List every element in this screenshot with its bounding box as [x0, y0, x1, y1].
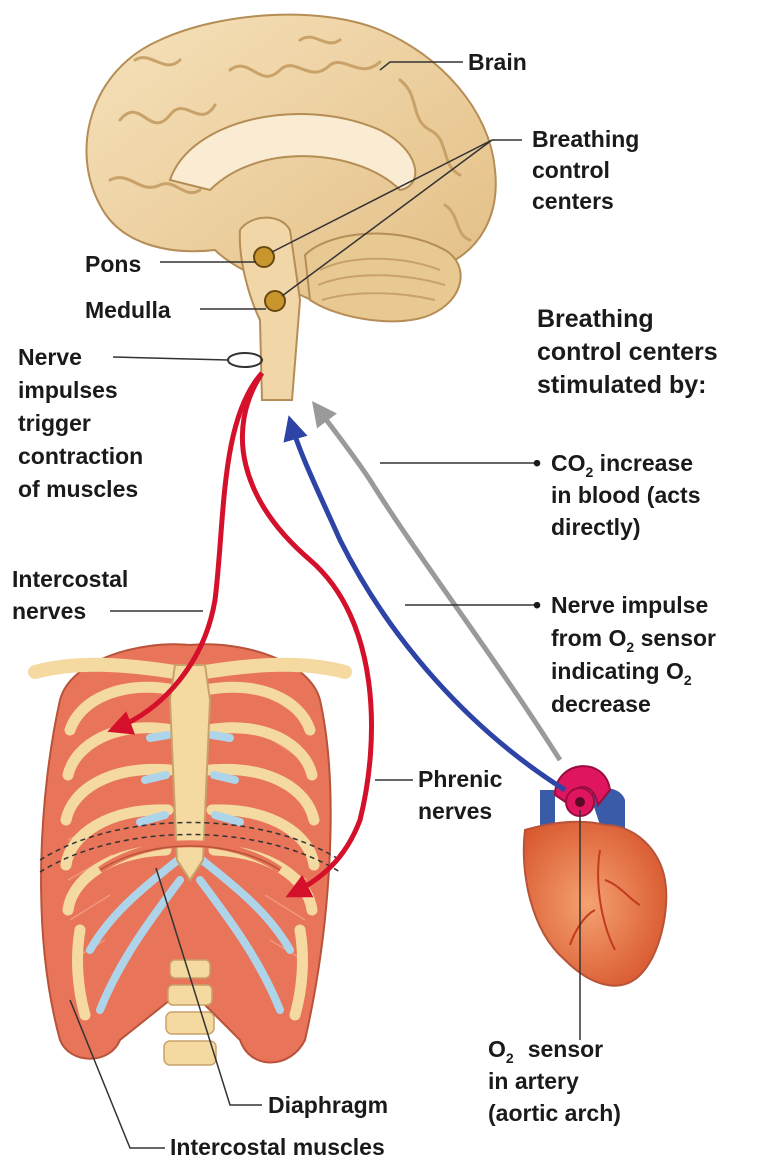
left-clavicle — [35, 665, 175, 672]
pons-center-dot — [254, 247, 274, 267]
label-intercostal-nerves-1: Intercostal — [12, 566, 128, 592]
label-medulla: Medulla — [85, 297, 171, 323]
label-breathing-centers-1: Breathing — [532, 126, 639, 152]
label-o2-sensor-2: in artery — [488, 1068, 579, 1094]
brain-illustration — [87, 15, 496, 400]
label-o2-sensor-3: (aortic arch) — [488, 1100, 621, 1126]
label-intercostal-muscles: Intercostal muscles — [170, 1134, 385, 1160]
label-nerve-impulses-1: Nerve — [18, 344, 82, 370]
label-brain: Brain — [468, 49, 527, 75]
rib-cage-illustration — [35, 644, 345, 1065]
right-clavicle — [205, 665, 345, 672]
label-nerve-impulses-3: trigger — [18, 410, 91, 436]
label-nerve-impulses-2: impulses — [18, 377, 118, 403]
label-nerve-impulses-4: contraction — [18, 443, 143, 469]
o2-sensor-dot — [575, 797, 585, 807]
o2-line-4: decrease — [551, 691, 651, 717]
label-breathing-centers-3: centers — [532, 188, 614, 214]
heart-illustration — [524, 766, 666, 986]
co2-blood-arrow — [315, 405, 560, 760]
stimuli-heading-1: Breathing — [537, 305, 654, 333]
o2-bullet: • — [533, 592, 541, 618]
stimuli-heading-3: stimulated by: — [537, 371, 706, 399]
label-intercostal-nerves-2: nerves — [12, 598, 86, 624]
o2-line-1: Nerve impulse — [551, 592, 708, 618]
co2-bullet: • — [533, 450, 541, 476]
medulla-center-dot — [265, 291, 285, 311]
label-phrenic-nerves-1: Phrenic — [418, 766, 503, 792]
nerve-impulses-leader — [113, 357, 228, 360]
label-pons: Pons — [85, 251, 141, 277]
label-breathing-centers-2: control — [532, 157, 610, 183]
label-phrenic-nerves-2: nerves — [418, 798, 492, 824]
label-diaphragm: Diaphragm — [268, 1092, 388, 1118]
stimuli-heading-2: control centers — [537, 338, 718, 366]
o2-line-2: from O2 sensor — [551, 625, 716, 655]
label-nerve-impulses-5: of muscles — [18, 476, 138, 502]
o2-line-3: indicating O2 — [551, 658, 692, 688]
co2-line-1: CO2 increase — [551, 450, 693, 480]
nerve-loop-marker — [228, 353, 262, 367]
co2-line-3: directly) — [551, 514, 640, 540]
co2-line-2: in blood (acts — [551, 482, 701, 508]
